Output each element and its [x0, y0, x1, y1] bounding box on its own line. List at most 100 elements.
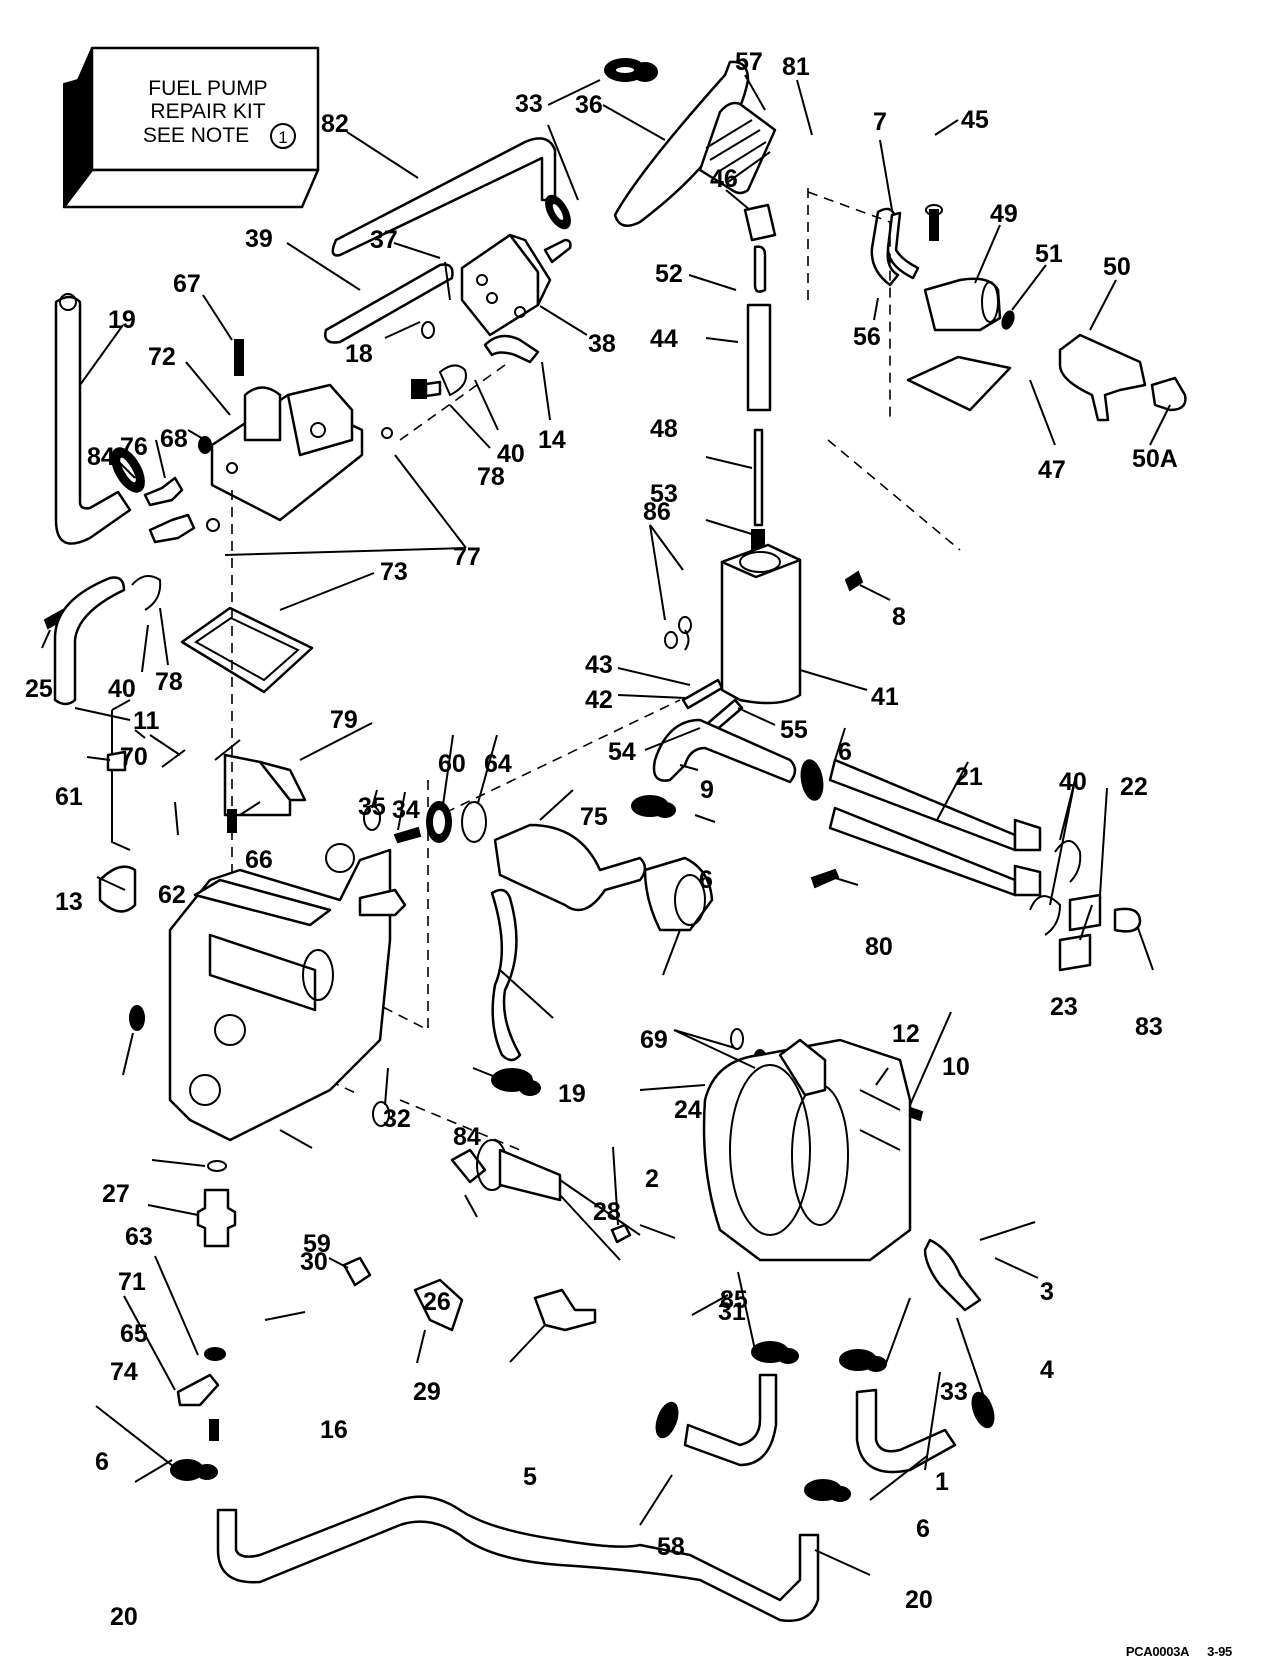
callout-27: 27: [102, 1180, 130, 1208]
alignment-line-pump: [174, 364, 681, 1151]
fuel-pump-38: [444, 233, 572, 337]
callout-63: 63: [125, 1223, 153, 1251]
callout-20: 20: [905, 1586, 933, 1614]
callout-43: 43: [585, 651, 613, 679]
callout-22: 22: [1120, 773, 1148, 801]
callout-60: 60: [438, 750, 466, 778]
elbow-14: [483, 334, 540, 364]
clamp-84-center: [491, 1068, 541, 1096]
kit-note-line3: SEE NOTE: [143, 124, 249, 147]
callout-58: 58: [657, 1533, 685, 1561]
hose-58: [683, 1373, 778, 1467]
clamp-85-top: [751, 1341, 799, 1364]
fuel-pump-assembly-2: [702, 1038, 912, 1262]
screw-80: [810, 868, 840, 889]
switch-5: [533, 1288, 597, 1332]
callout-61: 61: [55, 783, 83, 811]
screw-66: [227, 809, 237, 833]
date-code: 3-95: [1207, 1644, 1232, 1659]
callout-59: 59: [303, 1230, 331, 1258]
callout-16: 16: [320, 1416, 348, 1444]
clip-86a: [684, 629, 690, 651]
callout-32: 32: [383, 1105, 411, 1133]
callout-4: 4: [1040, 1356, 1054, 1384]
kit-note-line2: REPAIR KIT: [150, 100, 265, 123]
callout-68: 68: [160, 425, 188, 453]
callout-57: 57: [735, 48, 763, 76]
callout-62: 62: [158, 881, 186, 909]
callout-41: 41: [871, 683, 899, 711]
callout-54: 54: [608, 738, 636, 766]
clamp-83: [1113, 907, 1142, 933]
connector-bracket: [358, 888, 407, 917]
leader-lines: [41, 74, 1171, 1576]
callout-49: 49: [990, 200, 1018, 228]
callout-52: 52: [655, 260, 683, 288]
callout-23: 23: [1050, 993, 1078, 1021]
callout-20: 20: [110, 1603, 138, 1631]
washer-68: [198, 436, 212, 454]
clip-27: [129, 1005, 145, 1031]
callout-80: 80: [865, 933, 893, 961]
callout-13: 13: [55, 888, 83, 916]
clip-62: [134, 729, 146, 739]
terminal-28: [610, 1223, 632, 1244]
clamp-6-c: [170, 1459, 218, 1481]
hose-9: [652, 718, 797, 784]
callout-69: 69: [640, 1026, 668, 1054]
callout-26: 26: [423, 1288, 451, 1316]
bracket-line-61: [111, 699, 131, 851]
callout-70: 70: [120, 743, 148, 771]
callout-74: 74: [110, 1358, 138, 1386]
screw-16: [209, 1419, 219, 1441]
clamp-33-top: [604, 58, 658, 82]
callout-6: 6: [838, 738, 852, 766]
callout-77: 77: [453, 543, 481, 571]
retainer-74: [176, 1373, 220, 1407]
callout-82: 82: [321, 110, 349, 138]
fitting-23: [1058, 933, 1092, 972]
o-ring-63: [207, 1160, 227, 1172]
hose-1: [855, 1388, 957, 1474]
callout-65: 65: [120, 1320, 148, 1348]
callout-50A: 50A: [1132, 445, 1178, 473]
separator-body-41: [720, 543, 802, 705]
pin-70: [161, 749, 186, 768]
valve-78-left: [148, 513, 196, 544]
callout-48: 48: [650, 415, 678, 443]
clamp-40-top: [438, 364, 467, 397]
connector-3: [923, 1238, 982, 1312]
callout-83: 83: [1135, 1013, 1163, 1041]
callout-75: 75: [580, 803, 608, 831]
callout-19: 19: [558, 1080, 586, 1108]
callout-10: 10: [942, 1053, 970, 1081]
screw-34: [393, 826, 422, 844]
ring-64: [461, 801, 487, 843]
needle-48: [753, 428, 764, 527]
callout-11: 11: [133, 707, 160, 735]
callout-56: 56: [853, 323, 881, 351]
gasket-73: [180, 606, 314, 694]
callout-45: 45: [961, 106, 989, 134]
callout-14: 14: [538, 426, 566, 454]
hose-11: [53, 576, 126, 706]
callout-51: 51: [1035, 240, 1063, 268]
clamp-85-side: [655, 1401, 679, 1439]
screen-pattern: [705, 119, 771, 183]
callout-71: 71: [118, 1268, 146, 1296]
plate-47: [906, 355, 1012, 412]
cover-72: [210, 383, 364, 522]
alignment-line-separator: [807, 188, 961, 551]
bracket-79: [214, 739, 307, 817]
cap-50A: [1150, 376, 1187, 412]
repair-kit-box: FUEL PUMP REPAIR KIT SEE NOTE 1: [62, 46, 320, 209]
callout-84: 84: [453, 1123, 481, 1151]
callout-34: 34: [392, 796, 420, 824]
callout-8: 8: [892, 603, 906, 631]
callout-86: 86: [643, 498, 671, 526]
callout-42: 42: [585, 686, 613, 714]
callout-6: 6: [699, 866, 713, 894]
callout-33: 33: [515, 90, 543, 118]
